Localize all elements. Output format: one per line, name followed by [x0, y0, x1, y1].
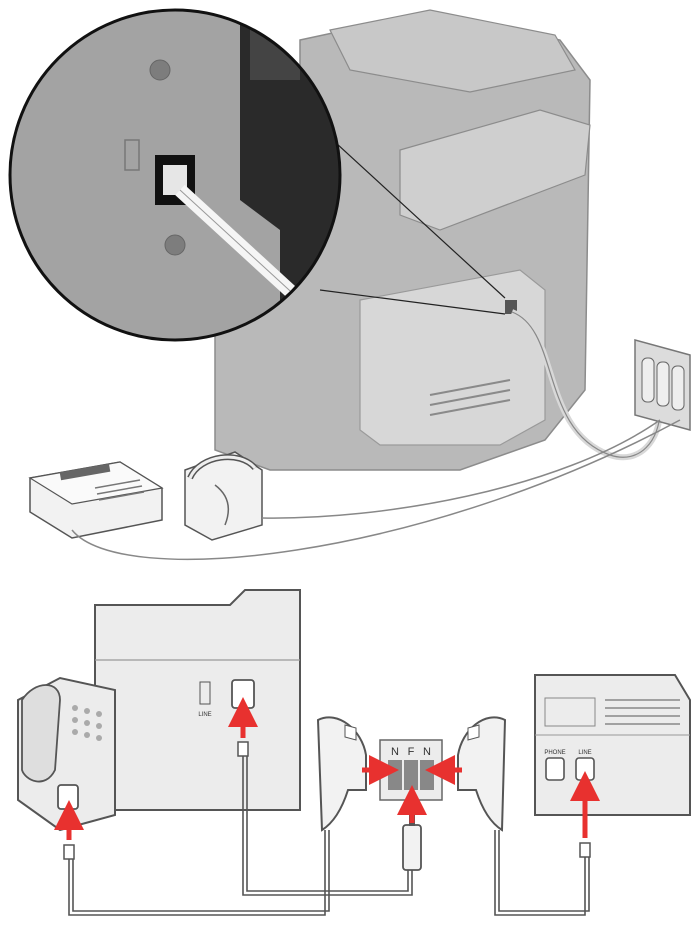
callout-line-bottom [319, 289, 506, 315]
connection-arrows [54, 697, 600, 840]
wall-jack-port-f: F [408, 746, 415, 758]
printer-tray [399, 109, 591, 231]
tae-wall-jack: N F N [379, 739, 443, 801]
answering-machine-phone-label: PHONE [544, 750, 565, 756]
phone-line-port [57, 784, 79, 810]
fax-line-port [231, 679, 255, 709]
answering-machine-phone-port [545, 757, 565, 781]
phone-to-wall-cable [261, 419, 661, 519]
desk-phone-icon [17, 676, 116, 832]
printer-side-panel [359, 269, 546, 446]
phone-icon [184, 451, 263, 541]
rj11-plug-icon-phone [63, 844, 75, 860]
answering-machine-icon [28, 461, 164, 539]
fax-port-label: LINE [198, 712, 211, 718]
fax-printer-icon: LINE [94, 589, 301, 811]
answering-machine-to-wall-cable [71, 419, 681, 560]
answering-machine-line-port [575, 757, 595, 781]
tae-plug-icon-left [316, 716, 367, 832]
rj11-plug-icon-answering [579, 842, 591, 858]
printer-vents [429, 379, 511, 416]
printer-scanner [329, 9, 576, 93]
wall-jack-icon [634, 339, 691, 431]
bottom-wiring [68, 756, 590, 916]
answering-machine-line-label: LINE [578, 750, 591, 756]
tae-plug-icon-right [457, 716, 507, 832]
answering-machine-block: PHONE LINE [534, 674, 691, 816]
wall-jack-port-n-left: N [391, 746, 399, 758]
rj11-plug-icon-fax [237, 741, 249, 757]
wall-jack-port-n-right: N [423, 746, 431, 758]
